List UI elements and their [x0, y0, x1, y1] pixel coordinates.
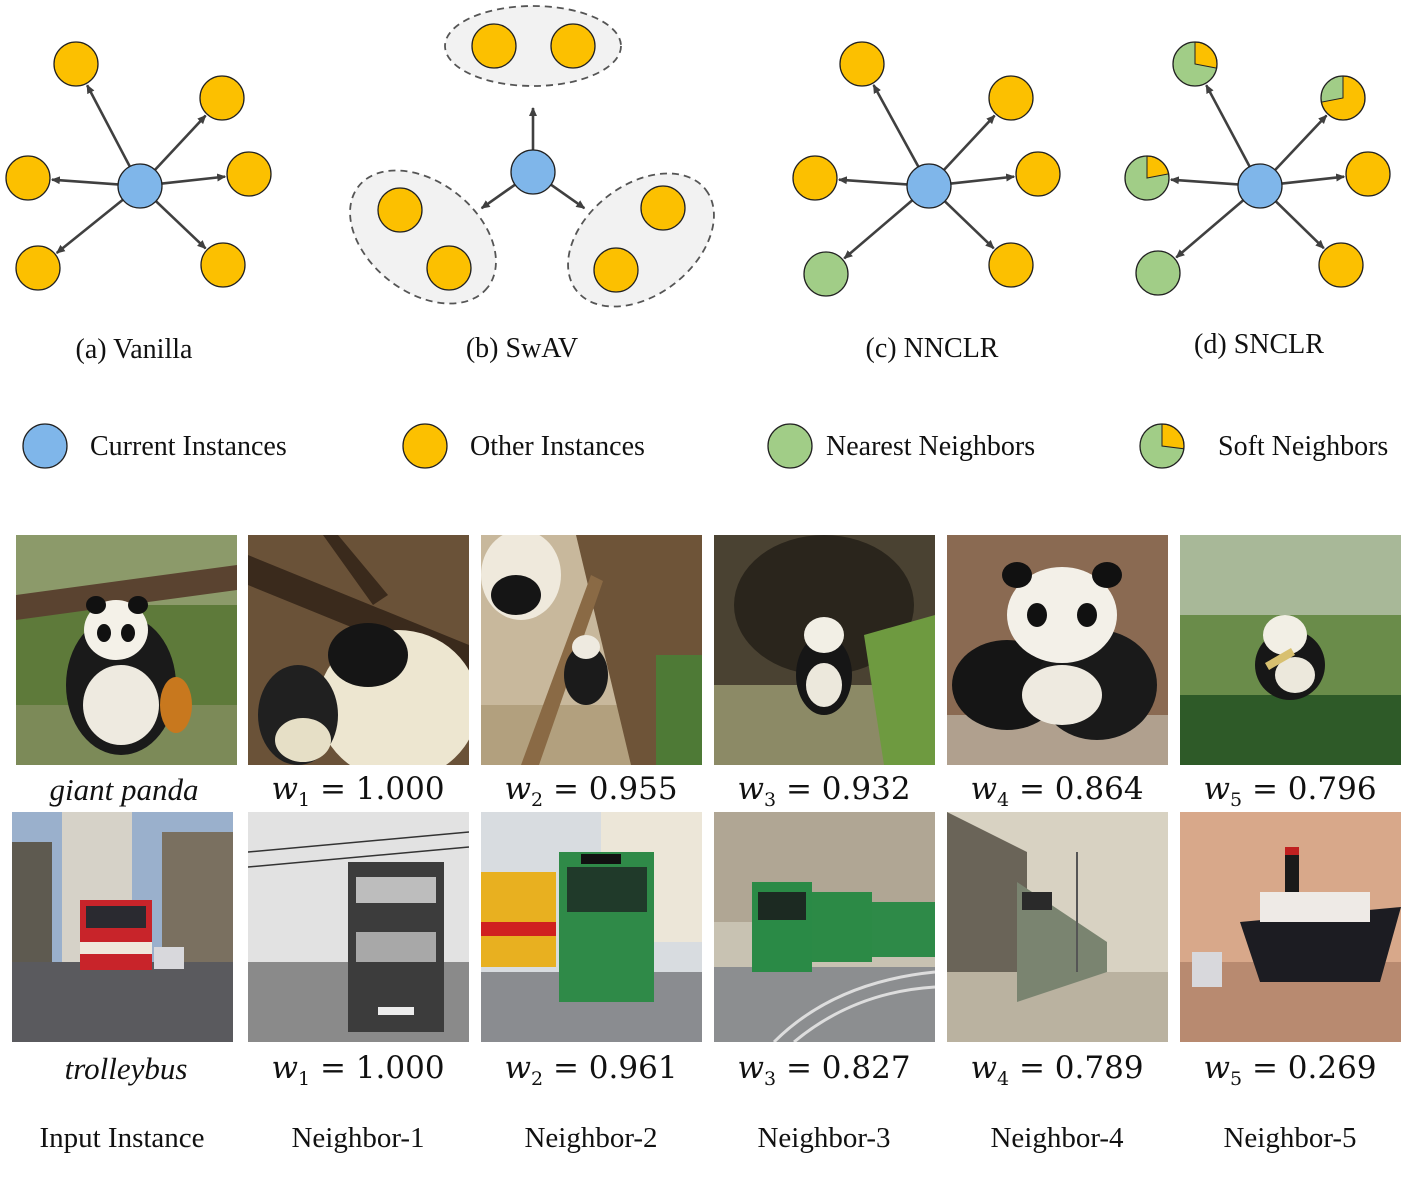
panda-neighbor-4-photo [947, 535, 1168, 765]
arrow [85, 84, 131, 168]
other-instance-node [15, 245, 61, 291]
trolleybus-neighbor-1-photo [248, 812, 469, 1042]
current-instance-node [1237, 163, 1283, 209]
caption-swav: (b) SwAV [465, 333, 579, 364]
other-instance-node [792, 155, 838, 201]
other-instance-node [200, 242, 246, 288]
nnclr-diagram [792, 41, 1061, 297]
vanilla-diagram [5, 41, 272, 291]
class-label-giant-panda: giant panda [49, 772, 199, 807]
arrow [1169, 176, 1239, 186]
blue-circle-icon [22, 423, 68, 469]
weight-label: w1 = 1.000 [271, 1050, 445, 1091]
trolleybus-neighbor-2-photo [481, 812, 702, 1042]
other-instance-node [377, 187, 423, 233]
other-instance-node [988, 242, 1034, 288]
panda-neighbor-2-photo [481, 535, 702, 765]
other-instance-node [426, 245, 472, 291]
other-instance-node [839, 41, 885, 87]
other-instance-node [226, 151, 272, 197]
column-label-neighbor-3: Neighbor-3 [757, 1122, 891, 1154]
other-instance-node [1345, 151, 1391, 197]
green-circle-icon [767, 423, 813, 469]
arrow [1281, 173, 1346, 185]
weight-label: w2 = 0.961 [504, 1050, 678, 1091]
current-instance-node [510, 149, 556, 195]
legend-soft-label: Soft Neighbors [1218, 431, 1389, 462]
nearest-neighbor-node [1135, 250, 1181, 296]
arrow [155, 200, 207, 250]
arrow [1274, 114, 1328, 171]
arrow [1175, 199, 1245, 259]
column-label-neighbor-1: Neighbor-1 [291, 1122, 425, 1154]
arrow [950, 173, 1016, 185]
arrow [843, 199, 914, 260]
soft-neighbor-node [1124, 155, 1170, 201]
arrow [837, 176, 908, 186]
arrow [154, 114, 207, 171]
other-instance-node [988, 75, 1034, 121]
other-instance-node [640, 185, 686, 231]
arrow [55, 198, 124, 254]
legend-current-label: Current Instances [90, 431, 287, 462]
weight-label: w4 = 0.789 [970, 1050, 1144, 1091]
other-instance-node [1015, 151, 1061, 197]
other-instance-node [53, 41, 99, 87]
arrow [943, 200, 995, 250]
weight-label: w5 = 0.796 [1203, 771, 1377, 812]
column-label-neighbor-5: Neighbor-5 [1223, 1122, 1357, 1154]
nearest-neighbor-node [803, 251, 849, 297]
other-instance-node [5, 155, 51, 201]
trolleybus-photo [12, 812, 233, 1042]
arrow [50, 176, 119, 186]
panda-neighbor-3-photo [714, 535, 935, 765]
panda-neighbor-1-photo [248, 535, 469, 765]
cluster-ellipse [567, 172, 715, 308]
legend-icons [22, 423, 1185, 469]
arrow [1274, 200, 1325, 250]
caption-snclr: (d) SNCLR [1194, 329, 1324, 360]
swav-diagram [349, 5, 715, 308]
legend-other-label: Other Instances [470, 431, 645, 462]
other-instance-node [471, 23, 517, 69]
snclr-diagram [1124, 41, 1391, 296]
other-instance-node [593, 247, 639, 293]
other-instance-node [199, 75, 245, 121]
soft-neighbor-node [1172, 41, 1218, 87]
arrow [872, 84, 920, 168]
caption-nnclr: (c) NNCLR [865, 333, 999, 364]
arrow [550, 183, 586, 210]
current-instance-node [906, 163, 952, 209]
column-label-input: Input Instance [39, 1122, 205, 1154]
panda-neighbor-5-photo [1180, 535, 1401, 765]
weight-label: w2 = 0.955 [504, 771, 678, 812]
arrow [161, 173, 227, 185]
weight-label: w1 = 1.000 [271, 771, 445, 812]
soft-neighbor-node [1320, 75, 1366, 121]
arrow [480, 183, 516, 210]
other-instance-node [550, 23, 596, 69]
column-label-neighbor-2: Neighbor-2 [524, 1122, 658, 1154]
trolleybus-neighbor-5-photo [1180, 812, 1401, 1042]
weight-label: w5 = 0.269 [1203, 1050, 1377, 1091]
trolleybus-neighbor-4-photo [947, 812, 1168, 1042]
diagram-panel [5, 5, 1391, 469]
weight-label: w3 = 0.827 [737, 1050, 911, 1091]
caption-vanilla: (a) Vanilla [75, 334, 193, 365]
giant-panda-photo [16, 535, 237, 765]
weight-label: w3 = 0.932 [737, 771, 911, 812]
current-instance-node [117, 163, 163, 209]
weight-label: w4 = 0.864 [970, 771, 1144, 812]
arrow [943, 114, 996, 171]
column-label-neighbor-4: Neighbor-4 [990, 1122, 1124, 1154]
trolleybus-neighbor-3-photo [714, 812, 935, 1042]
legend-nearest-label: Nearest Neighbors [826, 431, 1036, 462]
yellow-circle-icon [402, 423, 448, 469]
other-instance-node [1318, 242, 1364, 288]
pie-circle-icon [1139, 423, 1185, 469]
cluster-ellipse [349, 169, 497, 305]
arrow [1205, 84, 1251, 168]
class-label-trolleybus: trolleybus [64, 1051, 188, 1086]
